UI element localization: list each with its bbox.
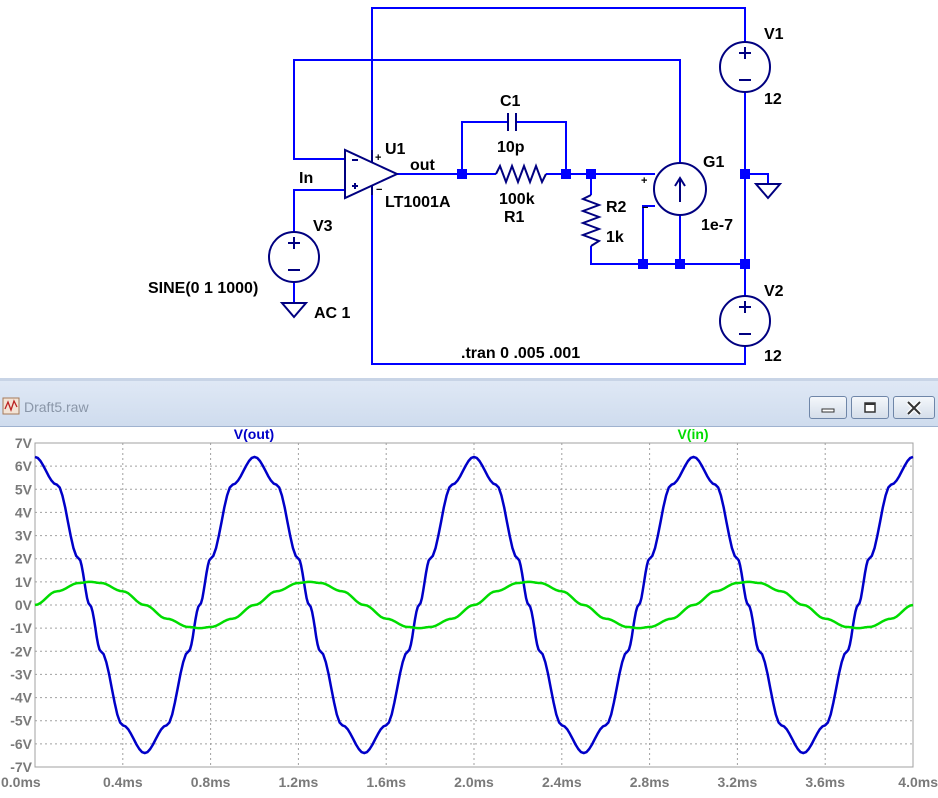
v1-label: V1 [764,26,784,43]
y-tick-label: 7V [15,435,33,451]
window-separator [0,378,938,381]
y-tick-label: 4V [15,504,33,520]
waveform-window[interactable]: Draft5.raw 7V 6V 5V 4V 3V 2V 1V 0V -1V -2V -3V -4V -… [0,381,938,798]
waveform-titlebar[interactable]: Draft5.raw [0,381,938,427]
voltage-source-v1[interactable] [719,41,771,93]
r1-value: 100k [499,191,535,208]
x-axis-ticks: 0.0ms 0.4ms 0.8ms 1.2ms 1.6ms 2.0ms 2.4ms 2.8ms… [1,774,938,790]
maximize-button[interactable] [851,396,889,419]
ground-icon [279,302,309,319]
junctions [457,169,750,269]
x-tick-label: 0.4ms [103,774,143,790]
maximize-icon [864,401,876,413]
plot-series [34,455,914,755]
g1-plus-mark: + [641,175,647,187]
v3-label: V3 [313,218,333,235]
current-source-g1[interactable] [653,162,707,216]
x-tick-label: 1.2ms [279,774,319,790]
u1-plus-mark: + [375,152,381,164]
wires[interactable] [293,7,769,365]
resistor-r2[interactable] [580,194,602,247]
out-net-label: out [410,157,436,174]
x-tick-label: 4.0ms [898,774,938,790]
y-tick-label: -1V [10,620,32,636]
voltage-source-v3[interactable] [268,231,320,283]
tran-directive[interactable]: .tran 0 .005 .001 [461,345,580,362]
x-tick-label: 2.0ms [454,774,494,790]
y-tick-label: 0V [15,597,33,613]
y-tick-label: 3V [15,528,33,544]
x-tick-label: 1.6ms [366,774,406,790]
g1-value: 1e-7 [701,217,733,234]
u1-label: U1 [385,141,406,158]
y-tick-label: -4V [10,690,32,706]
legend-label-1[interactable]: V(in) [677,426,708,442]
plot-legend[interactable]: V(out) V(in) [234,426,709,442]
y-tick-label: 5V [15,481,33,497]
waveform-plot[interactable]: 7V 6V 5V 4V 3V 2V 1V 0V -1V -2V -3V -4V -5V -6V -7V 0.… [0,426,938,798]
y-tick-label: 1V [15,574,33,590]
y-tick-label: -3V [10,666,32,682]
x-tick-label: 3.2ms [718,774,758,790]
x-tick-label: 3.6ms [805,774,845,790]
v3-ac-label: AC 1 [314,305,351,322]
in-net-label: In [299,170,313,187]
x-tick-label: 0.0ms [1,774,41,790]
y-tick-label: 2V [15,551,33,567]
u1-minus-mark: − [376,184,382,196]
capacitor-c1[interactable] [507,113,517,131]
g1-minus-mark: − [642,202,648,214]
minimize-button[interactable] [809,396,847,419]
opamp-u1[interactable] [344,148,400,200]
r2-value: 1k [606,229,624,246]
series-line-1 [34,580,914,630]
v1-value: 12 [764,91,782,108]
y-tick-label: -7V [10,759,32,775]
minimize-icon [821,408,835,412]
resistor-r1[interactable] [495,163,547,185]
v2-label: V2 [764,283,784,300]
g1-label: G1 [703,154,724,171]
y-tick-label: 6V [15,458,33,474]
c1-label: C1 [500,93,521,110]
y-tick-label: -5V [10,713,32,729]
u1-model-label: LT1001A [385,194,451,211]
waveform-window-title: Draft5.raw [24,399,89,415]
series-line-0 [34,455,914,755]
schematic-editor[interactable]: U1 + − out LT1001A In C1 10p 100k R1 R2 … [0,0,938,378]
ground-icon [753,183,783,200]
close-icon [906,400,922,415]
plot-grid [35,443,913,767]
v3-value: SINE(0 1 1000) [148,280,258,297]
x-tick-label: 2.8ms [630,774,670,790]
y-tick-label: -6V [10,736,32,752]
legend-label-0[interactable]: V(out) [234,426,274,442]
x-tick-label: 2.4ms [542,774,582,790]
waveform-file-icon [2,397,20,415]
x-tick-label: 0.8ms [191,774,231,790]
voltage-source-v2[interactable] [719,295,771,347]
y-tick-label: -2V [10,643,32,659]
r1-label: R1 [504,209,525,226]
y-axis-ticks: 7V 6V 5V 4V 3V 2V 1V 0V -1V -2V -3V -4V -5V -6V -7V [10,435,32,775]
r2-label: R2 [606,199,627,216]
c1-value: 10p [497,139,525,156]
v2-value: 12 [764,348,782,365]
close-button[interactable] [893,396,935,419]
